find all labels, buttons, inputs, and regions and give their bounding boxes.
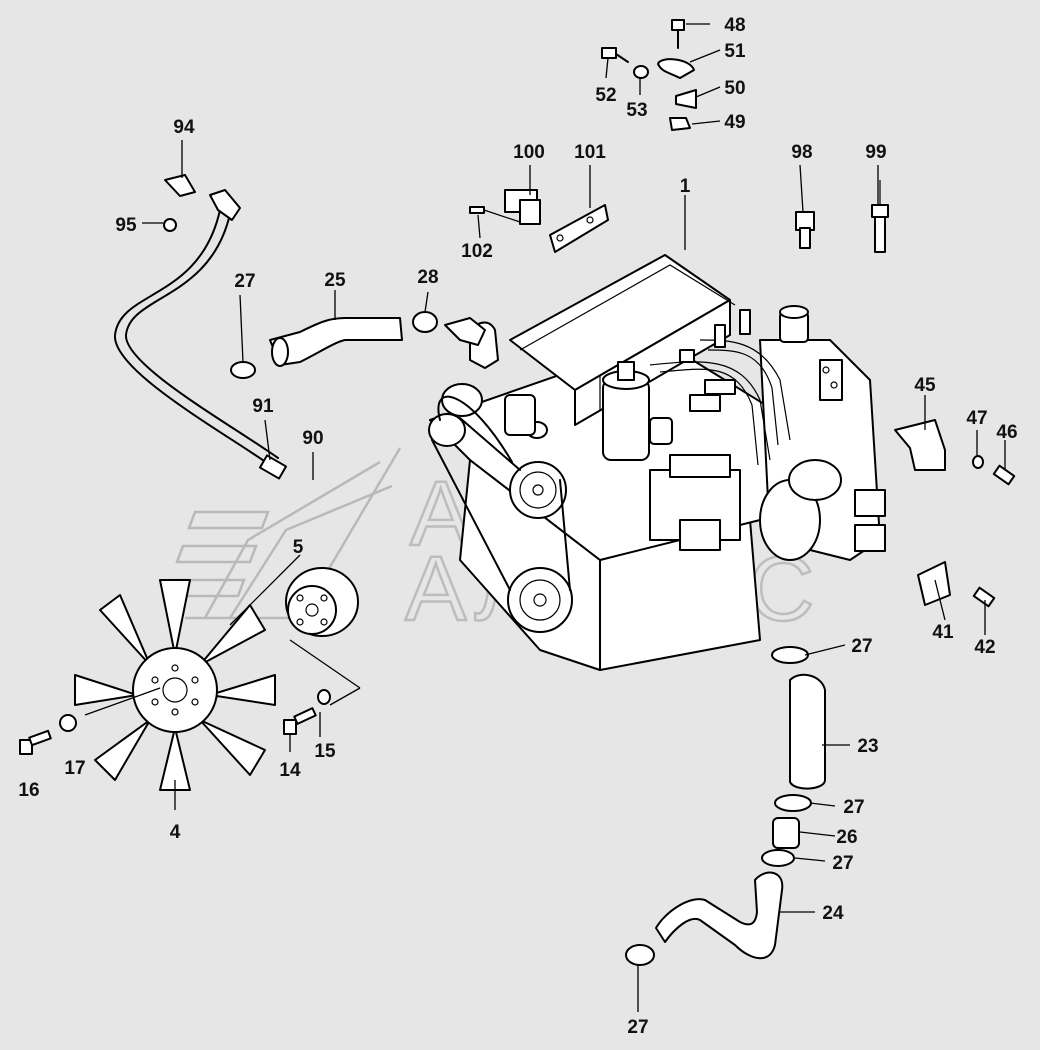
callout-102: 102 <box>461 241 493 262</box>
fan-assembly <box>19 567 359 791</box>
hose-25 <box>230 311 486 379</box>
hose-assembly <box>113 174 288 480</box>
callout-53: 53 <box>626 100 647 121</box>
callout-99: 99 <box>865 142 886 163</box>
callout-1: 1 <box>680 176 691 197</box>
engine-block <box>428 254 886 671</box>
callout-100: 100 <box>513 142 545 163</box>
callout-42: 42 <box>974 637 995 658</box>
leader-lines <box>84 23 1006 1012</box>
callout-24: 24 <box>822 903 844 924</box>
callout-17: 17 <box>64 758 85 779</box>
callout-101: 101 <box>574 142 606 163</box>
callout-94: 94 <box>173 117 195 138</box>
relay-bracket <box>469 189 609 253</box>
callout-16: 16 <box>18 780 39 801</box>
callout-28: 28 <box>417 267 438 288</box>
callout-14: 14 <box>279 760 301 781</box>
callout-27-d: 27 <box>832 853 853 874</box>
callout-23: 23 <box>857 736 878 757</box>
sensors <box>795 180 889 253</box>
mount-brackets <box>894 419 1016 608</box>
callout-47: 47 <box>966 408 987 429</box>
callout-50: 50 <box>724 78 745 99</box>
callout-27-c: 27 <box>843 797 864 818</box>
callout-41: 41 <box>932 622 954 643</box>
callout-27-e: 27 <box>627 1017 648 1038</box>
callout-27-b: 27 <box>851 636 872 657</box>
callout-4: 4 <box>170 822 181 843</box>
callout-51: 51 <box>724 41 746 62</box>
callout-45: 45 <box>914 375 936 396</box>
callout-15: 15 <box>314 741 336 762</box>
callout-5: 5 <box>293 537 304 558</box>
callout-46: 46 <box>996 422 1017 443</box>
top-hardware <box>601 19 697 131</box>
callout-25: 25 <box>324 270 346 291</box>
callout-52: 52 <box>595 85 616 106</box>
callout-labels: 1 4 5 14 15 16 17 23 24 25 26 27 27 27 2… <box>18 15 1017 1038</box>
callout-95: 95 <box>115 215 137 236</box>
callout-48: 48 <box>724 15 745 36</box>
lower-hoses <box>625 646 826 966</box>
callout-98: 98 <box>791 142 812 163</box>
callout-91: 91 <box>252 396 274 417</box>
callout-49: 49 <box>724 112 745 133</box>
callout-26: 26 <box>836 827 857 848</box>
callout-27-a: 27 <box>234 271 255 292</box>
callout-90: 90 <box>302 428 323 449</box>
